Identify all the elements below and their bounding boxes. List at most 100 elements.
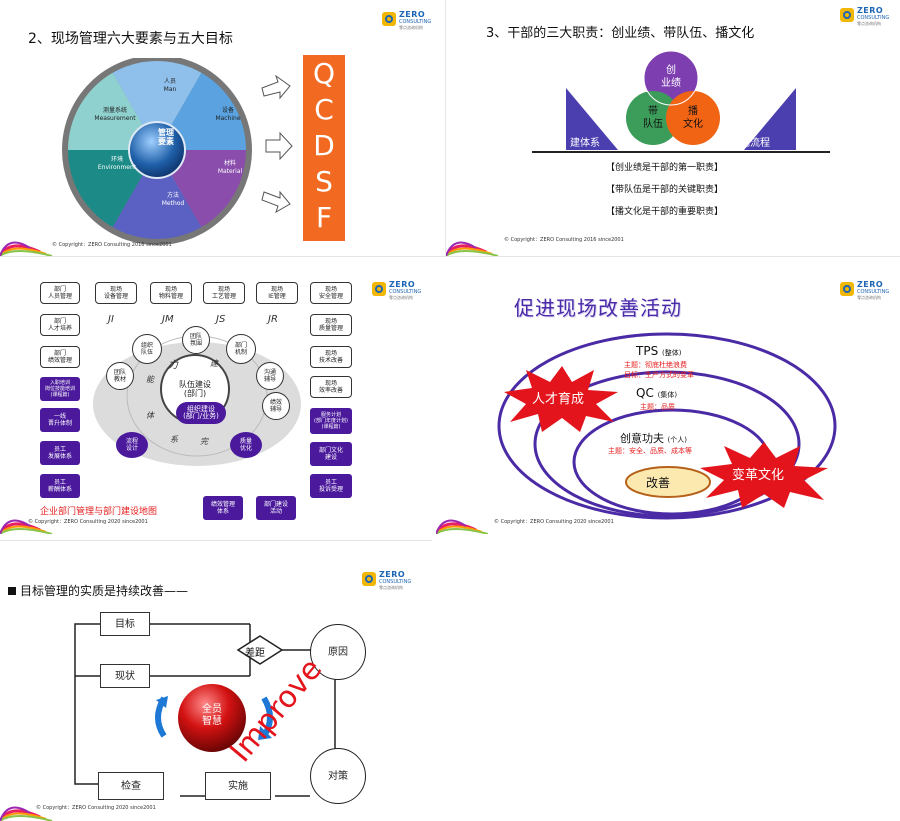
- divider-vertical-top: [445, 0, 446, 256]
- center-org-building: 组织建设 (部门/业务): [176, 402, 226, 424]
- node-execute: 实施: [205, 772, 271, 800]
- purple-circle-quality: 质量 优化: [230, 432, 262, 458]
- burst-right-label: 变革文化: [732, 468, 785, 483]
- right-purple-plan: 服务计划 (部门年度计划) (课程篇): [310, 408, 352, 434]
- slide-5-continuous-improvement: 目标管理的实质是持续改善—— 目标 现状 差距 原因 对策 检查 实施 全员 智…: [0, 548, 432, 821]
- slide-1-copyright: © Copyright：ZERO Consulting 2016 since20…: [52, 242, 172, 248]
- logo-sub: CONSULTING: [857, 15, 890, 21]
- segment-machine-cn: 设备: [221, 107, 234, 114]
- divider-horizontal-2: [0, 540, 432, 541]
- segment-method-cn: 方法: [166, 192, 179, 199]
- node-cause: 原因: [310, 624, 366, 680]
- right-box-safety: 现场 安全管理: [310, 282, 352, 304]
- rotate-arrow-right-icon: [258, 696, 273, 740]
- node-check: 检查: [98, 772, 164, 800]
- segment-machine-en: Machine: [215, 115, 241, 122]
- left-purple-development: 员工 发展体系: [40, 441, 80, 465]
- segment-man: 人员 Man: [145, 78, 195, 94]
- logo-sub: CONSULTING: [399, 19, 432, 25]
- rainbow-wave-icon: [0, 806, 53, 821]
- segment-measurement-en: Measurement: [94, 115, 136, 122]
- duty-line-3: 【播文化是干部的重要职责】: [606, 207, 724, 217]
- small-circle-mechanism: 部门 机制: [226, 334, 256, 364]
- slide-4-copyright: © Copyright：ZERO Consulting 2020 since20…: [494, 519, 614, 525]
- logo-sub: CONSULTING: [857, 289, 890, 295]
- segment-environment: 环境 Environment: [87, 156, 147, 172]
- top-box-equipment: 现场 设备管理: [95, 282, 137, 304]
- center-team-building-top: 队伍建设 (部门): [179, 380, 211, 398]
- arc-char-5: 系: [170, 435, 178, 444]
- rainbow-wave-icon: [446, 241, 499, 256]
- zero-logo: ZERO CONSULTING 零点咨询机构: [362, 570, 418, 592]
- goal-d: D: [313, 129, 335, 162]
- qc-name: QC: [636, 386, 654, 400]
- improvement-ellipses: [497, 332, 837, 520]
- slide-3-copyright: © Copyright：ZERO Consulting 2020 since20…: [28, 519, 148, 525]
- slide-2-title: 3、干部的三大职责：创业绩、带队伍、播文化: [486, 26, 755, 41]
- duty-line-1: 【创业绩是干部的第一职责】: [606, 163, 724, 173]
- logo-name: ZERO: [389, 280, 416, 289]
- left-purple-salary: 员工 薪酬体系: [40, 474, 80, 498]
- segment-man-en: Man: [163, 86, 177, 93]
- tps-name: TPS: [636, 344, 659, 358]
- cy-line-1: 主题：安全、品质、成本等: [608, 447, 692, 455]
- segment-material-cn: 材料: [223, 160, 236, 167]
- duty-spread-culture: 播 文化: [683, 106, 703, 130]
- segment-environment-cn: 环境: [110, 156, 123, 163]
- zero-logo-icon: [840, 282, 854, 296]
- right-purple-complaint: 员工 投诉受理: [310, 474, 352, 498]
- segment-measurement: 测量系统 Measurement: [85, 107, 145, 123]
- top-box-ie: 现场 IE管理: [256, 282, 298, 304]
- left-box-talent: 部门 人才培养: [40, 314, 80, 336]
- bottom-purple-dept-activity: 部门建设 活动: [256, 496, 296, 520]
- goal-arrows: [261, 74, 293, 214]
- cy-label: 创意功夫 (个人): [620, 430, 687, 446]
- qc-label: QC (集体): [636, 386, 677, 400]
- duty-line-2: 【带队伍是干部的关键职责】: [606, 185, 724, 195]
- center-sphere-label: 全员 智慧: [202, 704, 222, 727]
- logo-name: ZERO: [379, 570, 406, 579]
- zero-logo-icon: [372, 282, 386, 296]
- right-purple-culture: 部门文化 建设: [310, 442, 352, 466]
- node-target: 目标: [100, 612, 150, 636]
- arc-char-1: 力: [168, 360, 178, 371]
- slide-2-copyright: © Copyright：ZERO Consulting 2016 since20…: [504, 237, 624, 243]
- purple-circle-process: 流程 设计: [116, 432, 148, 458]
- build-system-label: 建体系: [570, 138, 600, 149]
- small-circle-team-atmosphere: 团队 氛围: [182, 326, 210, 354]
- goals-panel: [303, 55, 345, 241]
- slide-5-copyright: © Copyright：ZERO Consulting 2020 since20…: [36, 805, 156, 811]
- bottom-purple-performance-system: 绩效管理 体系: [203, 496, 243, 520]
- improvement-center: 改善: [646, 476, 671, 490]
- logo-cn: 零点咨询机构: [857, 295, 881, 300]
- rainbow-wave-icon: [0, 241, 53, 256]
- divider-horizontal: [0, 256, 900, 257]
- top-box-process: 现场 工艺管理: [203, 282, 245, 304]
- rainbow-wave-icon: [436, 519, 489, 534]
- cy-name: 创意功夫: [620, 432, 664, 445]
- node-gap: 差距: [245, 648, 265, 659]
- segment-method: 方法 Method: [148, 192, 198, 208]
- arc-char-3: 建: [210, 359, 218, 368]
- zero-logo: ZERO CONSULTING 零点咨询机构: [840, 280, 896, 302]
- segment-man-cn: 人员: [163, 78, 176, 85]
- optimize-process-label: 优流程: [740, 138, 770, 149]
- qc-note: (集体): [657, 391, 678, 399]
- duties-diagram: [532, 50, 830, 153]
- small-circle-organize: 组织 队伍: [132, 334, 162, 364]
- node-measure: 对策: [310, 748, 366, 804]
- segment-measurement-cn: 测量系统: [102, 107, 127, 114]
- dept-map-label: 企业部门管理与部门建设地图: [40, 507, 158, 517]
- small-circle-coaching: 沟通 辅导: [256, 362, 284, 390]
- duty-create-performance: 创 业绩: [661, 65, 681, 89]
- tps-note: (整体): [662, 349, 682, 357]
- code-jm: JM: [162, 314, 174, 325]
- arc-char-2: 能: [146, 375, 154, 384]
- tps-line-2: 目标：生产方式的变革: [624, 371, 694, 379]
- square-bullet-icon: [8, 587, 16, 595]
- tps-label: TPS (整体): [636, 344, 681, 358]
- logo-cn: 零点咨询机构: [379, 585, 403, 590]
- zero-logo: ZERO CONSULTING 零点咨询机构: [382, 10, 438, 32]
- zero-logo: ZERO CONSULTING 零点咨询机构: [840, 6, 896, 28]
- slide-4-title: 促进现场改善活动: [514, 296, 682, 320]
